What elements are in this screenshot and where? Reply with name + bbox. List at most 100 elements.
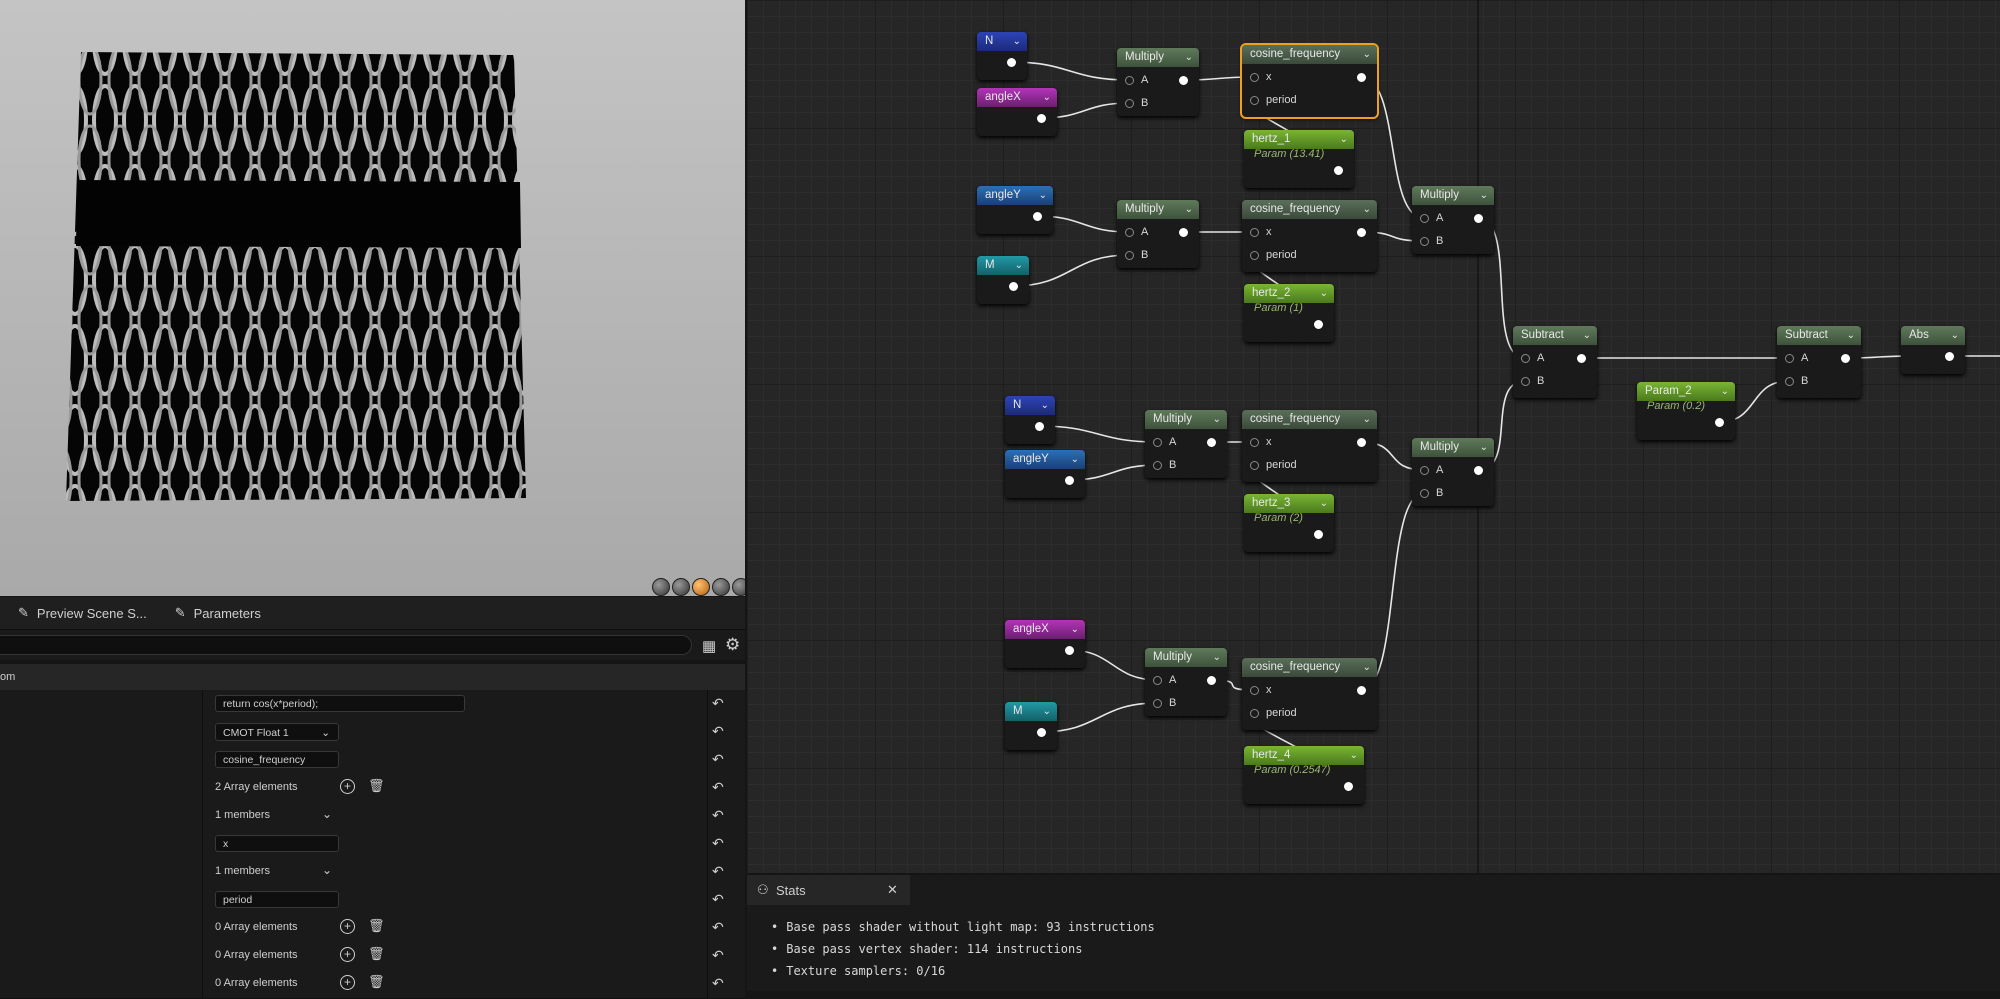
input-pin[interactable] [1125,99,1134,108]
chevron-down-icon[interactable]: ⌄ [1479,442,1488,453]
add-element-icon[interactable]: + [340,919,355,934]
node-anglex[interactable]: angleX⌄ [977,88,1057,136]
output-pin[interactable] [1037,728,1046,737]
chevron-down-icon[interactable]: ⌄ [1479,190,1488,201]
node-header[interactable]: cosine_frequency⌄ [1242,410,1377,429]
trash-icon[interactable]: 🗑 [368,974,385,989]
node-m[interactable]: M⌄ [977,256,1029,304]
node-header[interactable]: angleX⌄ [1005,620,1085,639]
chevron-down-icon[interactable]: ⌄ [1070,624,1079,635]
chevron-down-icon[interactable]: ⌄ [1042,706,1051,717]
chevron-down-icon[interactable]: ⌄ [1042,92,1051,103]
output-pin[interactable] [1179,76,1188,85]
node-n[interactable]: N⌄ [1005,396,1055,444]
node-hertz-1[interactable]: hertz_1⌄Param (13.41) [1244,130,1354,188]
input-pin[interactable] [1250,709,1259,718]
input-pin[interactable] [1420,466,1429,475]
output-pin[interactable] [1037,114,1046,123]
material-preview-viewport[interactable] [0,0,745,596]
reset-to-default-icon[interactable]: ↶ [712,695,724,711]
output-pin[interactable] [1945,352,1954,361]
output-pin[interactable] [1357,73,1366,82]
output-pin[interactable] [1035,422,1044,431]
input-pin[interactable] [1250,251,1259,260]
input-pin[interactable] [1420,237,1429,246]
output-pin[interactable] [1334,166,1343,175]
node-m[interactable]: M⌄ [1005,702,1057,750]
output-pin[interactable] [1474,466,1483,475]
property-dropdown[interactable]: CMOT Float 1⌄ [215,723,339,741]
reset-to-default-icon[interactable]: ↶ [712,919,724,935]
tab-parameters[interactable]: ✎ Parameters [161,597,275,629]
node-header[interactable]: Param_2⌄ [1637,382,1735,401]
sphere-icon[interactable] [712,578,730,596]
gear-icon[interactable]: ⚙ [725,635,741,654]
output-pin[interactable] [1715,418,1724,427]
chevron-down-icon[interactable]: ⌄ [1362,414,1371,425]
input-pin[interactable] [1125,228,1134,237]
node-header[interactable]: cosine_frequency⌄ [1242,200,1377,219]
output-pin[interactable] [1207,438,1216,447]
chevron-down-icon[interactable]: ⌄ [1014,260,1023,271]
trash-icon[interactable]: 🗑 [368,778,385,793]
node-header[interactable]: hertz_3⌄ [1244,494,1334,513]
chevron-down-icon[interactable]: ⌄ [1040,400,1049,411]
output-pin[interactable] [1314,530,1323,539]
sphere-selected-icon[interactable] [692,578,710,596]
input-pin[interactable] [1250,461,1259,470]
chevron-down-icon[interactable]: ⌄ [1212,414,1221,425]
chevron-down-icon[interactable]: ⌄ [1582,330,1591,341]
output-pin[interactable] [1065,476,1074,485]
table-view-icon[interactable]: ▦ [702,638,717,655]
input-pin[interactable] [1521,377,1530,386]
node-header[interactable]: Multiply⌄ [1145,648,1227,667]
input-pin[interactable] [1250,686,1259,695]
reset-to-default-icon[interactable]: ↶ [712,751,724,767]
property-value-field[interactable]: period [215,891,339,908]
chevron-down-icon[interactable]: ⌄ [1070,454,1079,465]
chevron-down-icon[interactable]: ⌄ [1362,662,1371,673]
node-header[interactable]: cosine_frequency⌄ [1242,45,1377,64]
add-element-icon[interactable]: + [340,779,355,794]
input-pin[interactable] [1153,438,1162,447]
details-search-input[interactable] [0,635,692,655]
reset-to-default-icon[interactable]: ↶ [712,975,724,991]
reset-to-default-icon[interactable]: ↶ [712,863,724,879]
input-pin[interactable] [1785,377,1794,386]
input-pin[interactable] [1153,676,1162,685]
output-pin[interactable] [1314,320,1323,329]
node-hertz-4[interactable]: hertz_4⌄Param (0.2547) [1244,746,1364,804]
trash-icon[interactable]: 🗑 [368,918,385,933]
chevron-down-icon[interactable]: ⌄ [1720,386,1729,397]
chevron-down-icon[interactable]: ⌄ [322,807,333,821]
node-header[interactable]: Multiply⌄ [1145,410,1227,429]
category-header[interactable]: om [0,664,745,690]
node-n[interactable]: N⌄ [977,32,1027,80]
node-header[interactable]: N⌄ [1005,396,1055,415]
chevron-down-icon[interactable]: ⌄ [1349,750,1358,761]
trash-icon[interactable]: 🗑 [368,946,385,961]
chevron-down-icon[interactable]: ⌄ [1319,498,1328,509]
reset-to-default-icon[interactable]: ↶ [712,807,724,823]
chevron-down-icon[interactable]: ⌄ [1362,204,1371,215]
input-pin[interactable] [1785,354,1794,363]
input-pin[interactable] [1153,699,1162,708]
input-pin[interactable] [1125,251,1134,260]
reset-to-default-icon[interactable]: ↶ [712,779,724,795]
node-header[interactable]: Abs⌄ [1901,326,1965,345]
chevron-down-icon[interactable]: ⌄ [1212,652,1221,663]
close-icon[interactable]: ✕ [887,882,898,897]
reset-to-default-icon[interactable]: ↶ [712,891,724,907]
chevron-down-icon[interactable]: ⌄ [322,863,333,877]
tab-stats[interactable]: ⚇ Stats ✕ [747,875,910,905]
output-pin[interactable] [1841,354,1850,363]
property-value-field[interactable]: cosine_frequency [215,751,339,768]
output-pin[interactable] [1033,212,1042,221]
